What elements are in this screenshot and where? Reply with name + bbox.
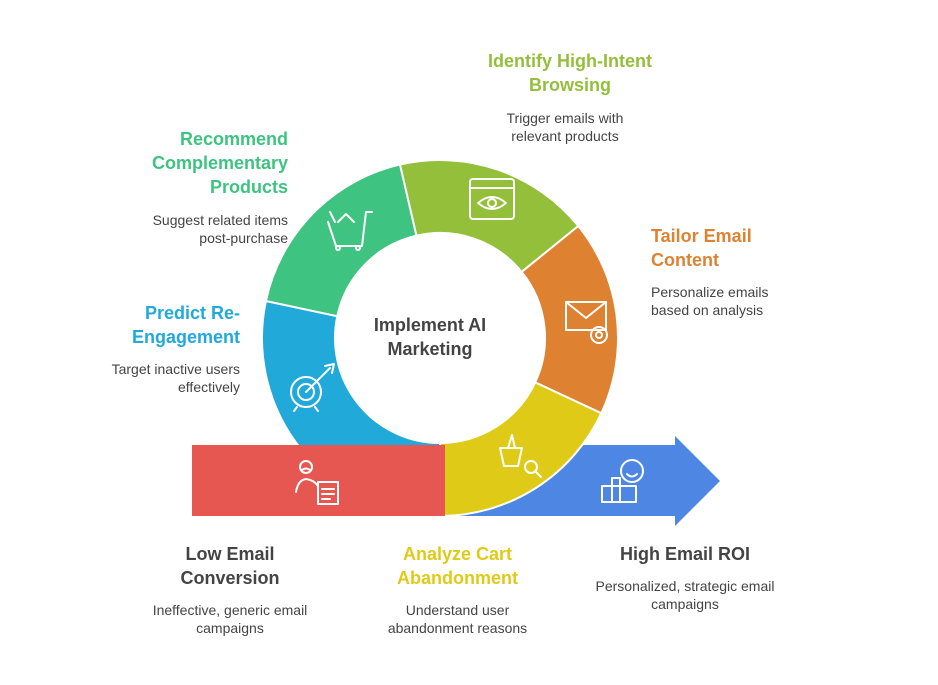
step-desc-browsing: Trigger emails with relevant products xyxy=(506,110,624,144)
basket-search-icon xyxy=(499,434,542,478)
shopping-cart-icon xyxy=(327,211,373,251)
ring-segment-green xyxy=(264,163,418,318)
step-title-browsing: Identify High-Intent Browsing xyxy=(488,51,652,95)
step-desc-predict: Target inactive users effectively xyxy=(111,361,240,395)
happy-building-icon xyxy=(601,459,644,503)
sad-user-document-icon xyxy=(295,460,339,505)
ring-segment-yellow xyxy=(439,381,603,518)
end-title: High Email ROI xyxy=(619,544,751,564)
step-title-cart: Analyze Cart Abandonment xyxy=(397,544,518,588)
step-desc-recommend: Suggest related items post-purchase xyxy=(152,212,288,246)
end-desc: Personalized, strategic email campaigns xyxy=(595,578,775,612)
ring xyxy=(261,159,619,518)
start-desc: Ineffective, generic email campaigns xyxy=(152,602,308,636)
start-title: Low Email Conversion xyxy=(180,544,280,588)
center-title: Implement AI Marketing xyxy=(373,315,487,359)
target-arrow-icon xyxy=(290,363,335,412)
browser-eye-icon xyxy=(469,178,515,220)
start-bar xyxy=(192,445,445,516)
email-gear-icon xyxy=(565,301,608,344)
step-title-tailor: Tailor Email Content xyxy=(651,226,752,270)
step-desc-cart: Understand user abandonment reasons xyxy=(387,602,528,636)
step-desc-tailor: Personalize emails based on analysis xyxy=(651,284,769,318)
step-title-predict: Predict Re-Engagement xyxy=(131,303,240,347)
step-title-recommend: Recommend Complementary Products xyxy=(151,129,288,197)
